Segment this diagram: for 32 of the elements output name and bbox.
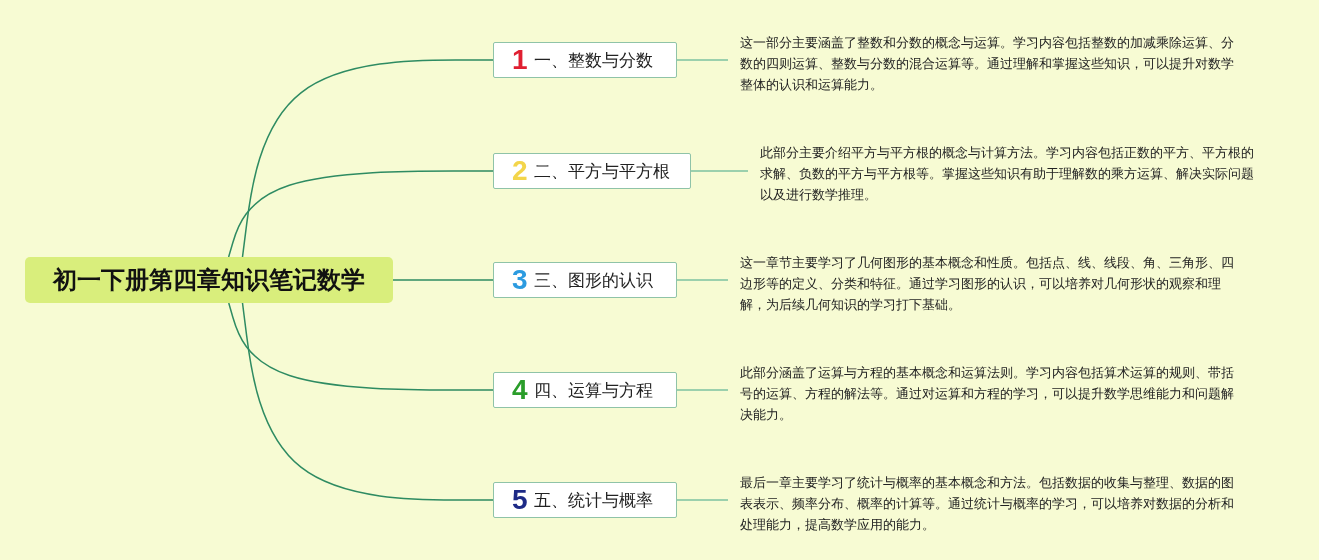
connector-line <box>690 170 749 172</box>
connector-line <box>676 279 729 281</box>
connector-line <box>676 499 729 501</box>
topic-label: 三、图形的认识 <box>533 268 653 292</box>
connector-line <box>241 59 494 258</box>
central-topic-box <box>25 257 393 303</box>
topic-box <box>493 482 677 518</box>
topic-number: 3 <box>512 266 528 294</box>
topic-label: 二、平方与平方根 <box>533 159 670 183</box>
topic-box <box>493 153 691 189</box>
topic-box <box>493 262 677 298</box>
topic-number: 5 <box>512 486 528 514</box>
topic-number: 4 <box>512 376 528 404</box>
connector-line <box>392 279 494 281</box>
description-text: 此部分主要介绍平方与平方根的概念与计算方法。学习内容包括正数的平方、平方根的求解、负数的平方与平方根等。掌握这些知识有助于理解数的乘方运算、解决实际问题以及进行数学推理。 <box>760 144 1255 204</box>
topic-box <box>493 372 677 408</box>
central-topic-title: 初一下册第四章知识笔记数学 <box>53 265 365 296</box>
description-text: 最后一章主要学习了统计与概率的基本概念和方法。包括数据的收集与整理、数据的图表表示、频率分布、概率的计算等。通过统计与概率的学习，可以培养对数据的分析和处理能力，提高数学应用的能力。 <box>740 474 1235 534</box>
topic-number: 2 <box>512 157 528 185</box>
topic-number: 1 <box>512 46 528 74</box>
topic-box <box>493 42 677 78</box>
description-text: 这一部分主要涵盖了整数和分数的概念与运算。学习内容包括整数的加减乘除运算、分数的四则运算、整数与分数的混合运算等。通过理解和掌握这些知识，可以提升对数学整体的认识和运算能力。 <box>740 34 1235 94</box>
topic-label: 五、统计与概率 <box>533 488 653 512</box>
description-text: 此部分涵盖了运算与方程的基本概念和运算法则。学习内容包括算术运算的规则、带括号的运算、方程的解法等。通过对运算和方程的学习，可以提升数学思维能力和问题解决能力。 <box>740 364 1235 424</box>
connector-line <box>227 170 494 258</box>
topic-label: 四、运算与方程 <box>533 378 653 402</box>
connector-line <box>228 302 494 391</box>
connector-line <box>241 302 494 501</box>
description-text: 这一章节主要学习了几何图形的基本概念和性质。包括点、线、线段、角、三角形、四边形等的定义、分类和特征。通过学习图形的认识，可以培养对几何形状的观察和理解，为后续几何知识的学习打下基础。 <box>740 254 1235 314</box>
connector-line <box>676 59 729 61</box>
connector-line <box>676 389 729 391</box>
topic-label: 一、整数与分数 <box>533 48 653 72</box>
